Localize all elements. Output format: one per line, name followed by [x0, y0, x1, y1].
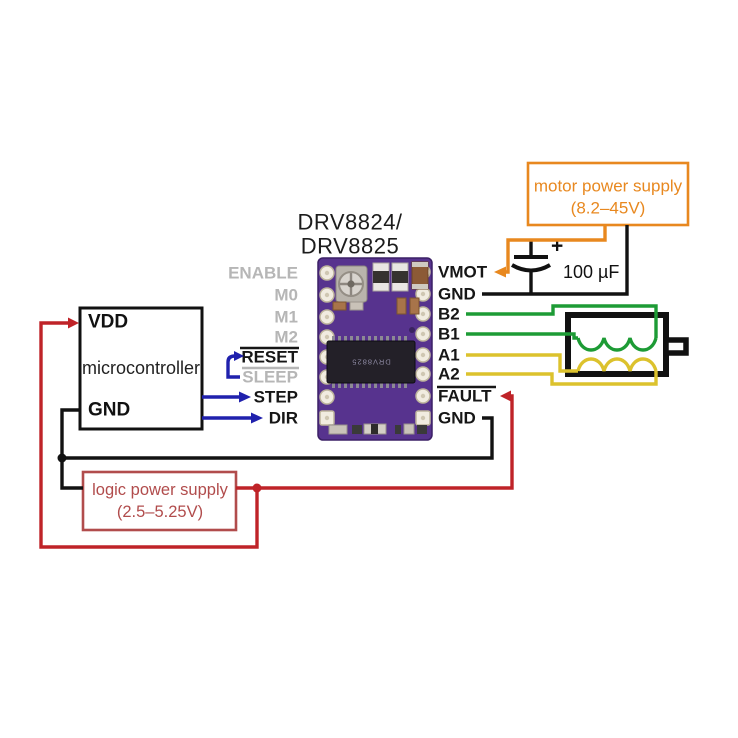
- capacitor-value: 100 µF: [563, 262, 619, 282]
- driver-ic: DRV8825: [326, 336, 416, 388]
- motor-power-supply-box: motor power supply (8.2–45V): [526, 161, 690, 227]
- wire-gnd-bus: [62, 416, 494, 460]
- mc-gnd-label: GND: [88, 400, 130, 421]
- stepper-motor: [565, 312, 689, 377]
- capacitor-plus-sign: +: [551, 235, 563, 258]
- pin-label-m0: M0: [274, 286, 298, 305]
- wire-b1: [466, 332, 578, 340]
- wire-sleep-to-reset: [226, 354, 240, 379]
- coil-a-yellow: [576, 357, 658, 372]
- smd-resistors-icon: [372, 262, 409, 292]
- pin-label-reset: RESET: [241, 348, 298, 367]
- microcontroller-outline: [78, 306, 204, 431]
- logic-supply-range: (2.5–5.25V): [117, 503, 203, 521]
- pin-label-a2: A2: [438, 365, 460, 384]
- wire-motor-gnd: [482, 225, 629, 296]
- motor-supply-name: motor power supply: [534, 177, 683, 196]
- motor-supply-range: (8.2–45V): [571, 199, 646, 218]
- pin-label-gnd-top: GND: [438, 285, 476, 304]
- pin-label-fault: FAULT: [438, 387, 492, 406]
- mc-vdd-label: VDD: [88, 312, 128, 333]
- logic-supply-name: logic power supply: [92, 481, 228, 499]
- junction-dot-logic: [252, 483, 262, 493]
- pin-label-dir: DIR: [269, 409, 298, 428]
- pin-label-vmot: VMOT: [438, 263, 488, 282]
- junction-dot-gnd: [57, 453, 67, 463]
- pin-label-step: STEP: [254, 388, 298, 407]
- title-line-1: DRV8824/: [297, 210, 402, 235]
- right-pin-labels: VMOT GND B2 B1 A1 A2 FAULT GND: [437, 263, 496, 428]
- wire-a2: [466, 371, 658, 386]
- driver-board: DRV8825: [317, 257, 433, 441]
- pin-label-a1: A1: [438, 346, 460, 365]
- pin-label-b1: B1: [438, 325, 460, 344]
- wire-vmot-orange: [505, 225, 607, 274]
- trimpot-icon: [335, 265, 368, 303]
- pin-label-sleep: SLEEP: [242, 368, 298, 387]
- page-title: DRV8824/ DRV8825: [297, 210, 402, 259]
- arrowhead-fault: [500, 390, 511, 402]
- pin-label-m2: M2: [274, 328, 298, 347]
- capacitor-plate-negative: [510, 263, 552, 273]
- mc-name-label: microcontroller: [82, 358, 200, 378]
- motor-supply-outline: [526, 161, 690, 227]
- title-line-2: DRV8825: [301, 234, 400, 259]
- pin-label-b2: B2: [438, 305, 460, 324]
- arrowhead-vmot: [494, 266, 506, 278]
- microcontroller-box: VDD microcontroller GND: [78, 306, 204, 431]
- coil-b-green: [576, 337, 658, 352]
- arrowhead-dir: [251, 412, 263, 424]
- arrowhead-vdd: [68, 317, 79, 329]
- capacitor-symbol: + 100 µF: [510, 235, 619, 294]
- wire-b2: [466, 304, 658, 338]
- logic-supply-outline: [81, 470, 238, 532]
- wire-a1: [466, 353, 578, 373]
- wire-vdd-red: [39, 321, 259, 549]
- wire-mc-gnd: [60, 408, 83, 490]
- smd-capacitor-icon: [411, 261, 429, 290]
- motor-shaft-icon: [663, 337, 689, 356]
- pin-label-m1: M1: [274, 308, 298, 327]
- pin-label-enable: ENABLE: [228, 264, 298, 283]
- left-pin-labels: ENABLE M0 M1 M2 RESET SLEEP STEP DIR: [228, 264, 299, 428]
- arrowhead-step: [239, 391, 251, 403]
- ic-marking: DRV8825: [351, 358, 390, 367]
- bottom-components: [328, 423, 427, 435]
- ic-pins: [332, 336, 407, 388]
- small-components: [332, 297, 420, 333]
- logic-power-supply-box: logic power supply (2.5–5.25V): [81, 470, 238, 532]
- pin-label-gnd-bottom: GND: [438, 409, 476, 428]
- arrowhead-reset: [234, 351, 244, 361]
